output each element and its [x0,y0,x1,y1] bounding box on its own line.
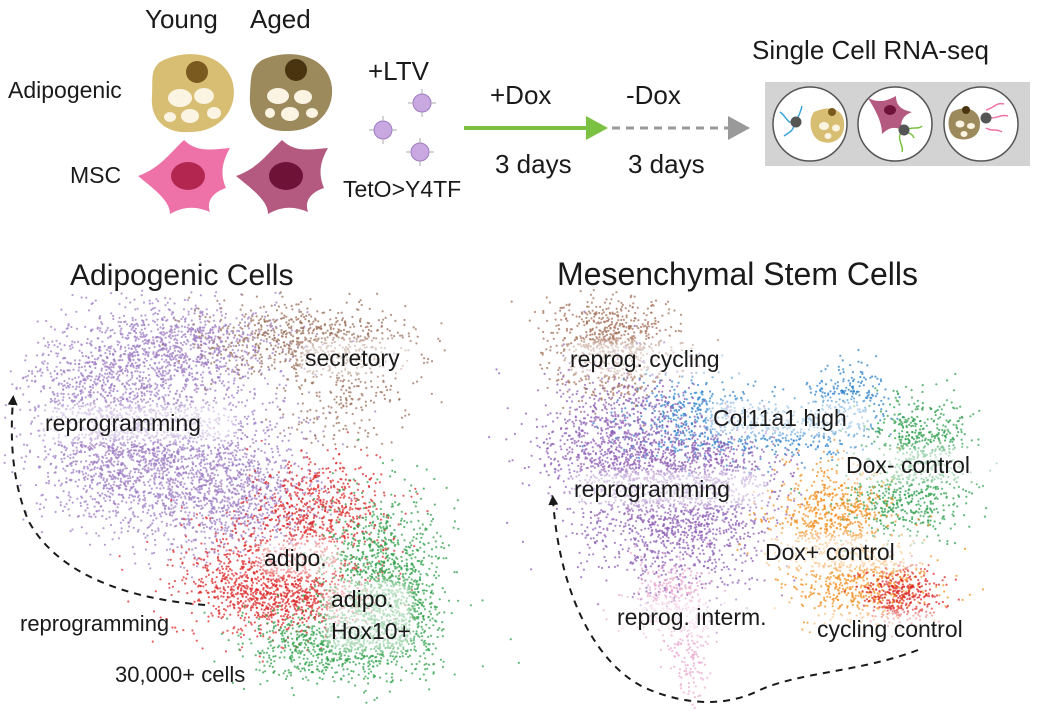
dropseq-bead-icon [772,86,1019,162]
adipogenic-title: Adipogenic Cells [70,259,293,292]
msc-panel: Mesenchymal Stem Cells reprog. cycling C… [488,256,1006,710]
plus-dox-label: +Dox [490,80,551,110]
virus-icon [369,89,436,166]
cluster-label-dox-minus: Dox- control [846,452,970,478]
trajectory-label: reprogramming [20,611,169,636]
cluster-label-dox-plus: Dox+ control [765,539,895,565]
cluster-label-cycling-control: cycling control [817,616,963,642]
cluster-label-adipo-hox: adipo. [331,586,394,612]
young-label: Young [145,4,218,34]
adipocyte-aged-icon [249,54,333,132]
adipogenic-umap-points [3,289,520,704]
msc-label: MSC [70,162,121,188]
cluster-label-col11a1: Col11a1 high [713,405,847,431]
days-plus-label: 3 days [495,149,572,179]
adipogenic-trajectory-arrow [7,395,206,606]
teto-label: TetO>Y4TF [343,176,461,202]
cluster-label-reprogramming: reprogramming [45,410,201,436]
aged-label: Aged [250,4,311,34]
adipogenic-panel: Adipogenic Cells secretory reprogramming… [3,259,520,704]
scrnaseq-label: Single Cell RNA-seq [752,35,989,65]
cluster-label-hox10: Hox10+ [331,618,411,644]
msc-aged-icon [236,140,328,214]
cluster-label-adipo: adipo. [264,545,327,571]
ltv-label: +LTV [368,56,430,86]
msc-cluster-labels: reprog. cycling Col11a1 high Dox- contro… [566,342,1006,646]
adipogenic-cluster-labels: secretory reprogramming adipo. adipo. Ho… [40,341,414,650]
minus-dox-label: -Dox [626,80,681,110]
dox-arrow-head [586,116,608,140]
protocol-schematic: Young Aged Adipogenic MSC [8,4,1030,214]
cluster-label-msc-reprogramming: reprogramming [574,476,730,502]
washout-arrow-head [728,116,750,140]
adipogenic-label: Adipogenic [8,77,122,103]
msc-title: Mesenchymal Stem Cells [557,256,918,292]
msc-young-icon [138,140,230,214]
cell-count-label: 30,000+ cells [115,662,245,687]
cluster-label-reprog-interm: reprog. interm. [617,604,767,630]
adipocyte-young-icon [151,54,234,133]
cluster-label-reprog-cycling: reprog. cycling [570,346,720,372]
days-minus-label: 3 days [628,149,705,179]
cluster-label-secretory: secretory [305,345,400,371]
